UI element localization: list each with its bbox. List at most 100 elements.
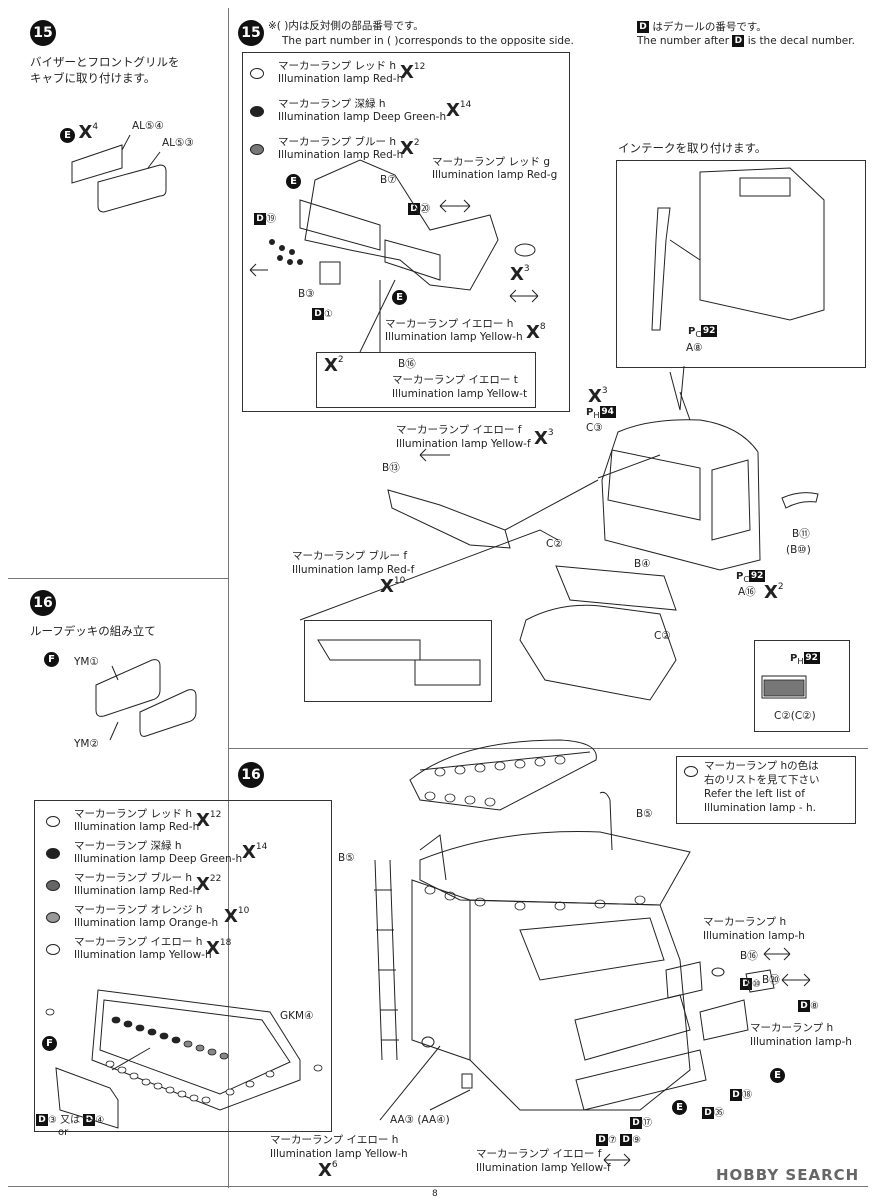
part-c2: C② <box>546 538 563 550</box>
lamp-en: Illumination lamp Yellow-h <box>74 949 212 961</box>
roof-deck-box <box>34 800 332 1132</box>
part-e-badge-2: E <box>392 290 407 305</box>
lamp-qty: X14 <box>446 100 472 121</box>
part-b11: B⑪ <box>792 528 810 540</box>
lamp-qty: X12 <box>400 62 426 83</box>
decal-note: D はデカールの番号です。 The number after D is the … <box>637 20 855 48</box>
cab-x10: X10 <box>380 576 406 597</box>
lamp-en: Illumination lamp Red-h <box>74 821 200 833</box>
part-b7: B⑦ <box>380 174 397 186</box>
lamp-jp: マーカーランプ 深緑 h <box>74 840 182 852</box>
lamp-icon <box>46 816 60 827</box>
lamp-jp: マーカーランプ ブルー h <box>278 136 397 148</box>
decal-badge-2: D <box>732 35 745 47</box>
lamp-en: Illumination lamp Red-h <box>74 885 200 897</box>
intake-box <box>616 160 866 368</box>
lamp-note-jp2: 右のリストを見て下さい <box>704 774 820 786</box>
lamp-qty: X10 <box>224 906 250 927</box>
lamp-note-jp1: マーカーランプ hの色は <box>704 760 819 772</box>
part-ym1: YM① <box>74 656 99 668</box>
step-16-title: ルーフデッキの組み立て <box>30 624 156 638</box>
watermark-logo: HOBBY SEARCH <box>716 1166 859 1184</box>
decal-note-jp: はデカールの番号です。 <box>652 21 767 33</box>
part-f-badge-main: F <box>42 1036 57 1051</box>
part-al53: AL⑤③ <box>162 137 194 149</box>
lamp-jp: マーカーランプ オレンジ h <box>74 904 203 916</box>
lamp-en: Illumination lamp Deep Green-h <box>278 111 447 123</box>
lamp-h2-en: Illumination lamp-h <box>750 1036 852 1048</box>
step-15-badge-left: 15 <box>30 20 56 46</box>
part-e-badge: E <box>60 128 75 143</box>
lamp-yellow-t-en: Illumination lamp Yellow-t <box>392 388 528 400</box>
part-b10: (B⑩) <box>786 544 811 556</box>
part-b20-main: B⑳ <box>762 974 780 986</box>
lamp-red-g-jp: マーカーランプ レッド g <box>432 156 551 168</box>
cab-x3: X3 <box>588 386 608 407</box>
lamp-h-jp: マーカーランプ h <box>703 916 787 928</box>
page-number: 8 <box>432 1189 438 1199</box>
part-aa3: AA③ (AA④) <box>390 1114 450 1126</box>
part-b4: B④ <box>634 558 651 570</box>
column-divider <box>228 8 229 1188</box>
lamp-h-en: Illumination lamp-h <box>703 930 805 942</box>
lamp-jp: マーカーランプ イエロー h <box>74 936 203 948</box>
lamp-qty: X18 <box>206 938 232 959</box>
lamp-yellow-h-jp: マーカーランプ イエロー h <box>385 318 514 330</box>
qty-x8: X8 <box>526 322 546 343</box>
lamp-yellow-h-jp-main: マーカーランプ イエロー h <box>270 1134 399 1146</box>
lamp-jp: マーカーランプ レッド h <box>74 808 193 820</box>
lamp-icon <box>46 944 60 955</box>
watermark-text: HOBBY SEARCH <box>716 1166 860 1184</box>
part-c2-c: C②(C②) <box>774 710 816 722</box>
lamp-icon <box>46 880 60 891</box>
cross-mark: X <box>78 122 93 143</box>
lamp-qty: X2 <box>400 138 420 159</box>
lamp-icon <box>46 848 60 859</box>
lamp-en: Illumination lamp Red-h <box>278 149 404 161</box>
bottom-rule <box>8 1186 868 1187</box>
intake-title: インテークを取り付けます。 <box>618 141 767 155</box>
decal-note-en: The number after <box>637 35 730 47</box>
part-f-badge: F <box>44 652 59 667</box>
part-gkm4: GKM④ <box>280 1010 314 1022</box>
lamp-qty: X12 <box>196 810 222 831</box>
part-e-badge-main-2: E <box>672 1100 687 1115</box>
lamp-h-icon <box>684 766 698 777</box>
lamp-qty: X14 <box>242 842 268 863</box>
lamp-yellow-f-jp-main: マーカーランプ イエロー f <box>476 1148 602 1160</box>
decal-badge: D <box>637 21 649 33</box>
lamp-yellow-h-en: Illumination lamp Yellow-h <box>385 331 523 343</box>
lamp-red-g-en: Illumination lamp Red-g <box>432 169 558 181</box>
lamp-en: Illumination lamp Red-h <box>278 73 404 85</box>
cab-x2: X2 <box>764 582 784 603</box>
opposite-side-note-en: The part number in ( )corresponds to the… <box>282 35 574 47</box>
lamp-color-note-box <box>676 756 856 824</box>
lamp-yellow-f-en: Illumination lamp Yellow-f <box>396 438 531 450</box>
visor-assembly-box <box>242 52 570 412</box>
lamp-yellow-h-en-main: Illumination lamp Yellow-h <box>270 1148 408 1160</box>
part-b5-a: B⑤ <box>636 808 653 820</box>
lamp-red-icon <box>250 68 264 79</box>
part-al54: AL⑤④ <box>132 120 164 132</box>
qty-x2: X2 <box>324 355 344 376</box>
lamp-deep-green-icon <box>250 106 264 117</box>
step-15-badge-main: 15 <box>238 20 264 46</box>
lamp-blue-icon <box>250 144 264 155</box>
part-b3: B③ <box>298 288 315 300</box>
step-16-badge-main: 16 <box>238 762 264 788</box>
